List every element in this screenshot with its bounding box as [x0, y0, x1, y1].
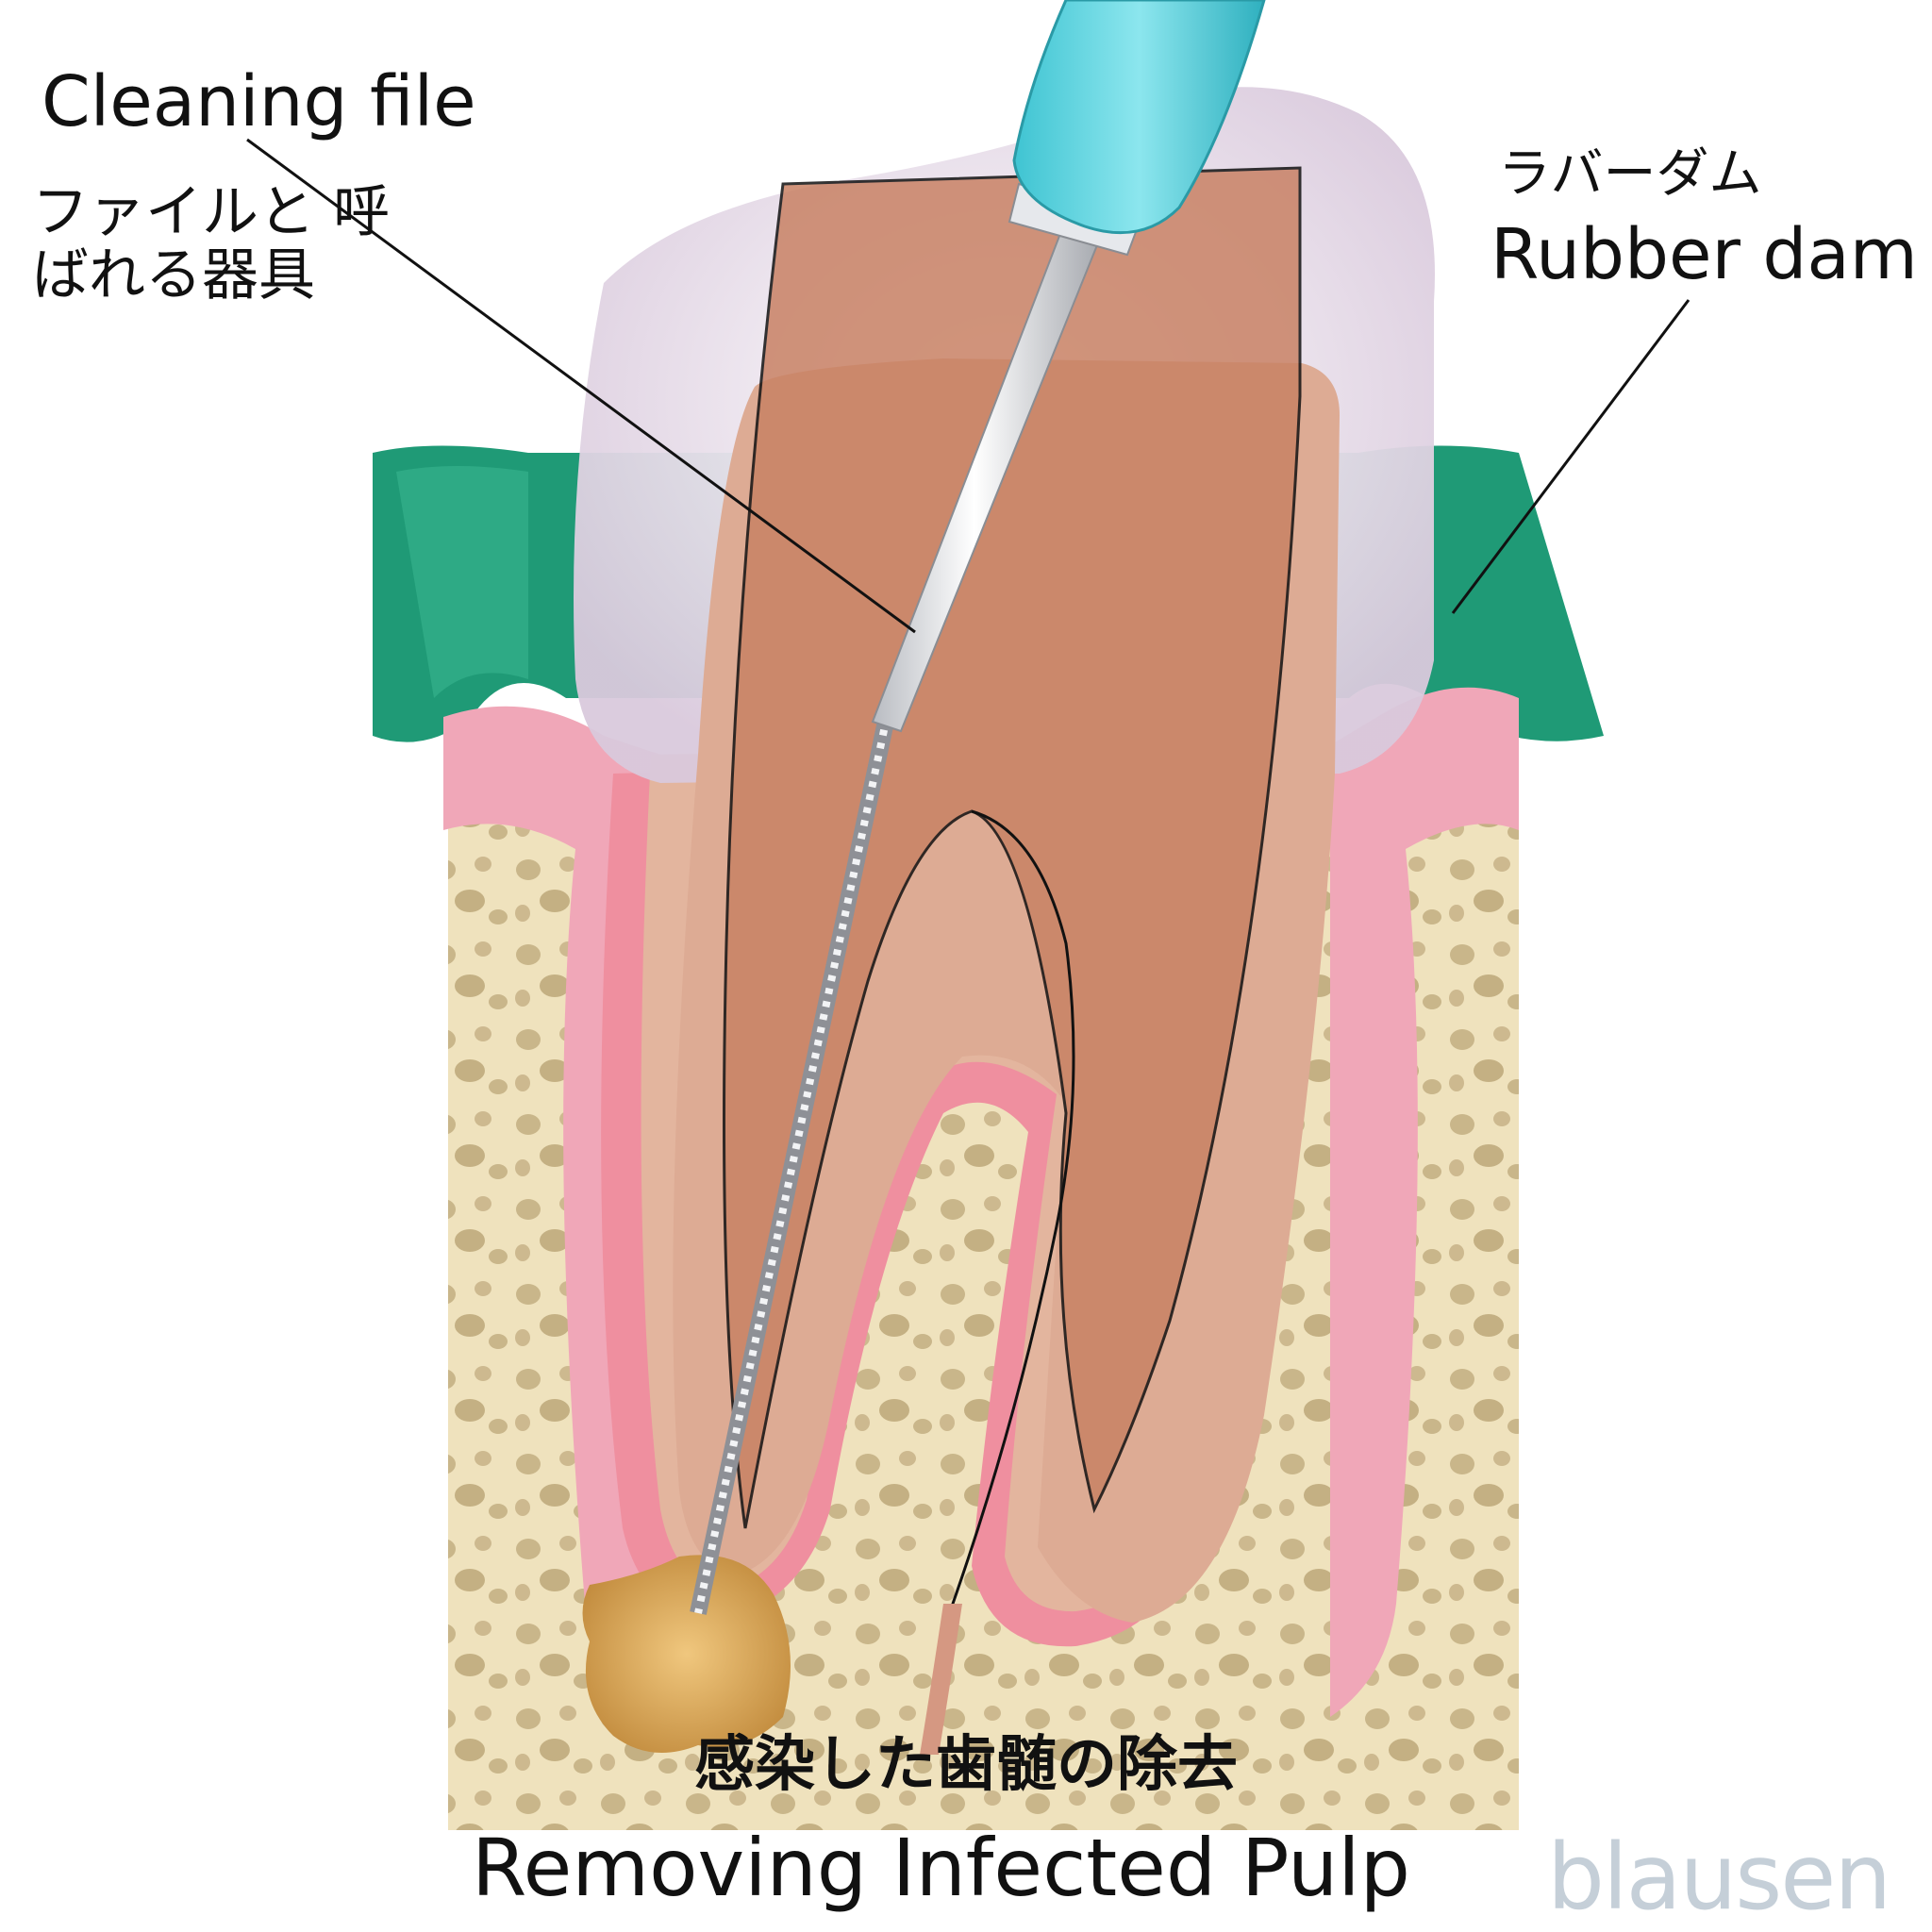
cleaning-file	[690, 0, 1266, 1615]
label-rubber-dam-en: Rubber dam	[1491, 214, 1918, 295]
pulp-chamber	[723, 166, 1302, 1529]
title-jp: 感染した歯髄の除去	[694, 1730, 1238, 1800]
label-cleaning-file-en: Cleaning file	[42, 61, 476, 142]
rubber-dam-highlight	[396, 466, 528, 698]
leader-line-cleaning-file	[246, 138, 916, 634]
cleaning-file-handle	[1012, 0, 1266, 235]
label-rubber-dam-jp: ラバーダム	[1498, 143, 1762, 205]
title-en: Removing Infected Pulp	[472, 1822, 1410, 1914]
brand-logo: blausen	[1547, 1824, 1891, 1930]
pulp-canal-tail	[920, 1604, 962, 1755]
leader-line-rubber-dam	[1451, 299, 1690, 614]
label-cleaning-file-jp: ファイルと 呼ばれる器具	[32, 179, 391, 309]
apical-abscess	[582, 1555, 791, 1753]
